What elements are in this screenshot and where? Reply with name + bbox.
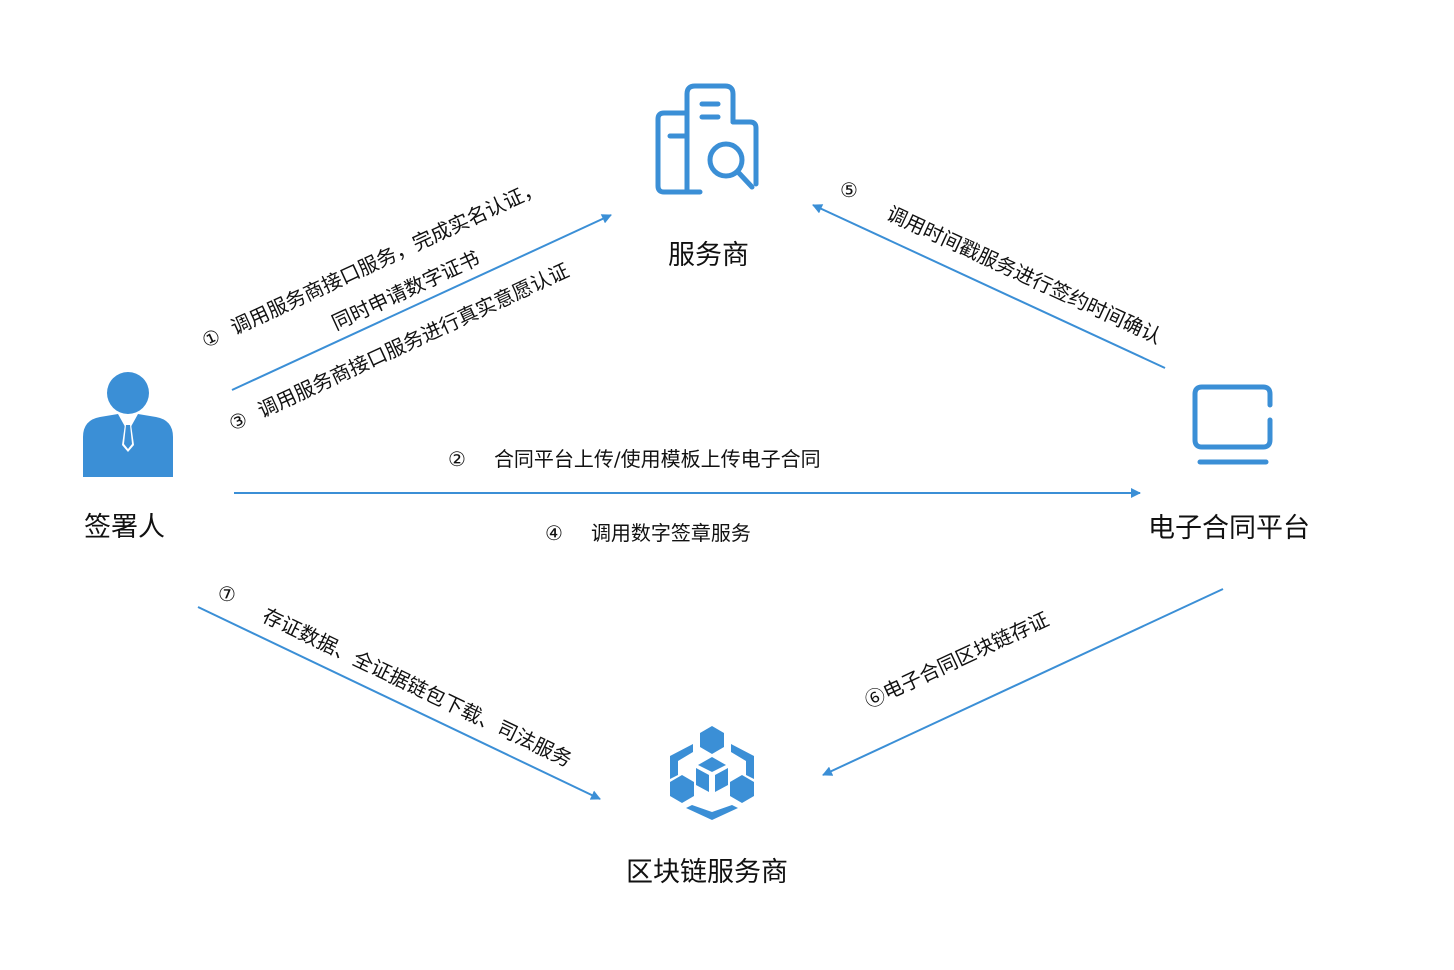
- arrow-signer-to-service: [231, 214, 612, 391]
- person-icon: [83, 372, 173, 477]
- contract-platform-label: 电子合同平台: [1148, 513, 1310, 544]
- monitor-icon: [1192, 384, 1273, 465]
- signer-label: 签署人: [84, 512, 165, 543]
- edge-7-number: ⑦: [218, 582, 236, 606]
- arrow-platform-to-service: [812, 204, 1166, 369]
- arrow-platform-to-blockchain: [822, 588, 1224, 776]
- blockchain-cube-icon: [670, 726, 754, 820]
- blockchain-provider-label: 区块链服务商: [626, 857, 788, 888]
- building-search-icon: [655, 83, 759, 195]
- arrow-signer-to-blockchain: [197, 606, 601, 800]
- edge-5-number: ⑤: [840, 178, 858, 202]
- service-provider-label: 服务商: [668, 240, 749, 271]
